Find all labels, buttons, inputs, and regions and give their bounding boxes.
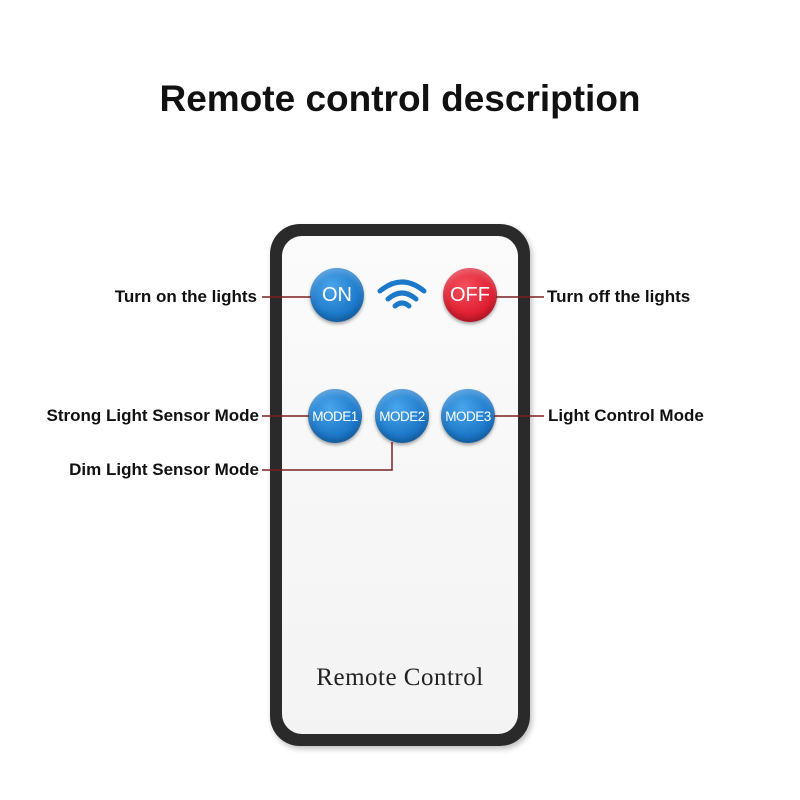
callout-turn-off: Turn off the lights [547,287,691,306]
mode1-button-label: MODE1 [312,408,358,424]
on-button[interactable]: ON [310,268,364,322]
mode3-button[interactable]: MODE3 [441,389,495,443]
off-button-label: OFF [450,283,490,306]
on-button-label: ON [322,283,352,306]
mode1-button[interactable]: MODE1 [308,389,362,443]
wifi-signal-icon [377,279,427,309]
page-title: Remote control description [159,78,641,119]
callout-light-control-mode: Light Control Mode [548,406,704,425]
callout-dim-light-sensor-mode: Dim Light Sensor Mode [69,460,259,479]
off-button[interactable]: OFF [443,268,497,322]
mode2-button-label: MODE2 [379,408,425,424]
callout-turn-on: Turn on the lights [114,287,257,306]
mode3-button-label: MODE3 [445,408,491,424]
remote-brand-label: Remote Control [316,664,484,691]
callout-strong-light-sensor-mode: Strong Light Sensor Mode [46,406,260,425]
mode2-button[interactable]: MODE2 [375,389,429,443]
